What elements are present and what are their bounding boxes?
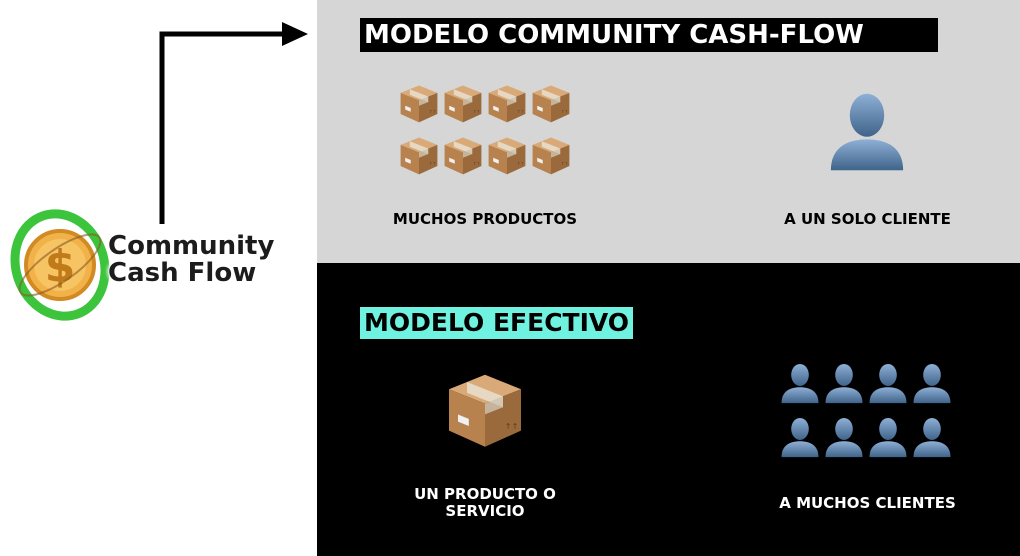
bottom-left-label: UN PRODUCTO O SERVICIO: [380, 486, 590, 520]
package-icon: [484, 132, 530, 178]
package-icon: [440, 80, 486, 126]
person-icon: [910, 360, 954, 404]
package-icon: [440, 132, 486, 178]
person-icon: [910, 414, 954, 458]
package-icon: [528, 80, 574, 126]
person-icon: [822, 414, 866, 458]
top-model-title: MODELO COMMUNITY CASH-FLOW: [360, 18, 938, 52]
bottom-left-label-line-1: UN PRODUCTO O: [414, 485, 556, 503]
bottom-right-label: A MUCHOS CLIENTES: [779, 494, 956, 512]
person-icon: [822, 360, 866, 404]
package-icon: [396, 132, 442, 178]
package-icon: [440, 364, 530, 454]
top-left-label: MUCHOS PRODUCTOS: [392, 210, 578, 228]
logo-text: Community Cash Flow: [108, 233, 274, 287]
arrow-connector: [159, 22, 308, 224]
dollar-coin-icon: $: [10, 207, 110, 323]
bottom-model-title: MODELO EFECTIVO: [360, 307, 634, 339]
person-icon: [824, 86, 910, 172]
person-icon: [778, 360, 822, 404]
bottom-left-label-line-2: SERVICIO: [445, 502, 525, 520]
package-icon: [396, 80, 442, 126]
logo-line-2: Cash Flow: [108, 258, 257, 288]
person-icon: [778, 414, 822, 458]
top-right-label: A UN SOLO CLIENTE: [784, 210, 951, 228]
logo-line-1: Community: [108, 231, 275, 261]
community-cash-flow-logo: $: [10, 207, 110, 323]
package-icon: [484, 80, 530, 126]
person-icon: [866, 360, 910, 404]
person-icon: [866, 414, 910, 458]
package-icon: [528, 132, 574, 178]
